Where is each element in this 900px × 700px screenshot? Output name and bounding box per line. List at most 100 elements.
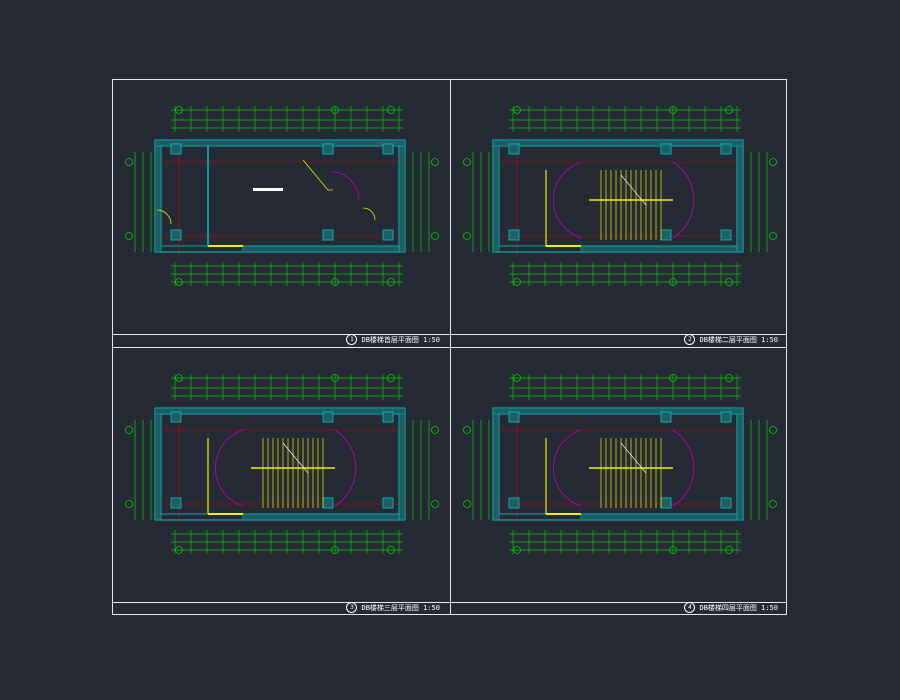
door-swing-arc xyxy=(156,209,172,225)
wall-hatch xyxy=(154,139,162,253)
plan-title: DB楼梯三层平面图 1:50 xyxy=(361,603,440,612)
wall-hatch xyxy=(242,245,400,253)
drawing-sheet-frame: 1 DB楼梯首层平面图 1:50 2 DB楼梯二层平面图 1:50 3 DB楼梯… xyxy=(112,79,787,615)
wall-hatch xyxy=(580,513,738,521)
door-swing-arc xyxy=(334,429,357,507)
grid-axis-bubble xyxy=(669,374,677,382)
door-swing-arc xyxy=(672,429,695,507)
floor-plan-drawing xyxy=(463,374,777,554)
outer-wall xyxy=(492,139,744,253)
grid-axis-bubble xyxy=(725,546,733,554)
grid-axis-bubble xyxy=(175,374,183,382)
grid-axis-bubble xyxy=(513,546,521,554)
structural-column xyxy=(720,411,732,423)
floor-plan-drawing xyxy=(463,106,777,286)
structural-column xyxy=(322,411,334,423)
grid-axis-bubble xyxy=(769,500,777,508)
structural-column xyxy=(660,229,672,241)
grid-axis-bubble xyxy=(463,500,471,508)
plan-title-block: 2 DB楼梯二层平面图 1:50 xyxy=(684,334,778,345)
stair-arrow xyxy=(620,442,647,474)
structural-column xyxy=(720,143,732,155)
structural-column xyxy=(170,497,182,509)
wall-hatch xyxy=(398,407,406,521)
plan-number-circle: 1 xyxy=(346,334,358,345)
door-swing-arc xyxy=(215,429,244,507)
wall-hatch xyxy=(492,407,744,415)
grid-axis-bubble xyxy=(175,106,183,114)
grid-axis-bubble xyxy=(431,500,439,508)
grid-axis-bubble xyxy=(431,232,439,240)
grid-axis-bubble xyxy=(331,278,339,286)
grid-axis-bubble xyxy=(387,546,395,554)
structural-column xyxy=(382,229,394,241)
structural-column xyxy=(382,411,394,423)
wall-hatch xyxy=(154,407,406,415)
wall-hatch xyxy=(154,139,406,147)
grid-axis-bubble xyxy=(387,278,395,286)
stair-arrow xyxy=(302,159,333,191)
grid-axis-bubble xyxy=(463,158,471,166)
floor-plan-drawing xyxy=(125,374,439,554)
stair-arrow xyxy=(282,442,309,474)
grid-axis-bubble xyxy=(769,158,777,166)
stair-arrow xyxy=(620,174,647,206)
wall-hatch xyxy=(242,513,400,521)
room-label-bar xyxy=(253,188,283,191)
plan-title-block: 1 DB楼梯首层平面图 1:50 xyxy=(346,334,440,345)
outer-wall xyxy=(492,407,744,521)
grid-axis-bubble xyxy=(331,546,339,554)
grid-axis-bubble xyxy=(513,374,521,382)
plan-title-block: 3 DB楼梯三层平面图 1:50 xyxy=(346,602,440,613)
grid-axis-bubble xyxy=(513,106,521,114)
structural-column xyxy=(660,497,672,509)
door-swing-arc xyxy=(672,161,695,239)
grid-axis-bubble xyxy=(513,278,521,286)
grid-axis-bubble xyxy=(463,426,471,434)
grid-axis-bubble xyxy=(769,232,777,240)
structural-column xyxy=(720,497,732,509)
structural-column xyxy=(508,411,520,423)
grid-axis-bubble xyxy=(725,374,733,382)
plan-title: DB楼梯首层平面图 1:50 xyxy=(361,335,440,344)
plan-number-circle: 2 xyxy=(684,334,696,345)
grid-axis-bubble xyxy=(175,546,183,554)
floor-plan-panel-3[interactable]: 3 DB楼梯三层平面图 1:50 xyxy=(113,348,450,615)
wall-hatch xyxy=(492,139,744,147)
door-swing-arc xyxy=(362,207,376,221)
plan-title: DB楼梯四层平面图 1:50 xyxy=(699,603,778,612)
structural-column xyxy=(322,229,334,241)
structural-column xyxy=(170,229,182,241)
structural-column xyxy=(508,229,520,241)
wall-hatch xyxy=(580,245,738,253)
floor-plan-panel-1[interactable]: 1 DB楼梯首层平面图 1:50 xyxy=(113,80,450,347)
plan-number-circle: 3 xyxy=(346,602,358,613)
grid-axis-bubble xyxy=(431,426,439,434)
grid-axis-bubble xyxy=(331,106,339,114)
grid-axis-bubble xyxy=(669,546,677,554)
plan-title: DB楼梯二层平面图 1:50 xyxy=(699,335,778,344)
wall-hatch xyxy=(492,139,500,253)
plan-number-circle: 4 xyxy=(684,602,696,613)
grid-axis-bubble xyxy=(331,374,339,382)
wall-hatch xyxy=(736,407,744,521)
floor-plan-panel-2[interactable]: 2 DB楼梯二层平面图 1:50 xyxy=(451,80,788,347)
title-row-line xyxy=(113,334,786,335)
structural-column xyxy=(508,143,520,155)
outer-wall xyxy=(154,407,406,521)
floor-plan-panel-4[interactable]: 4 DB楼梯四层平面图 1:50 xyxy=(451,348,788,615)
grid-axis-bubble xyxy=(669,106,677,114)
structural-column xyxy=(660,411,672,423)
grid-axis-bubble xyxy=(463,232,471,240)
grid-axis-bubble xyxy=(725,106,733,114)
outer-wall xyxy=(154,139,406,253)
horizontal-divider xyxy=(113,347,786,348)
plan-title-block: 4 DB楼梯四层平面图 1:50 xyxy=(684,602,778,613)
wall-hatch xyxy=(154,407,162,521)
grid-axis-bubble xyxy=(725,278,733,286)
structural-column xyxy=(322,497,334,509)
grid-axis-bubble xyxy=(125,232,133,240)
structural-column xyxy=(382,143,394,155)
structural-column xyxy=(660,143,672,155)
grid-axis-bubble xyxy=(387,106,395,114)
